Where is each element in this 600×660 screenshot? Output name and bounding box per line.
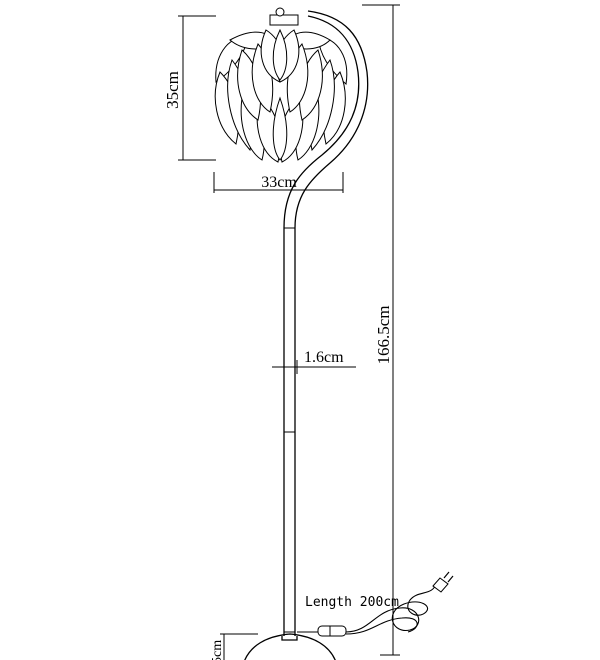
shade-height-label: 35cm xyxy=(163,71,182,109)
inline-switch xyxy=(317,625,347,637)
plug-icon xyxy=(432,571,454,593)
power-cord xyxy=(297,583,437,635)
shade-height-dimension: 35cm xyxy=(163,15,216,161)
cord-length-label: Length 200cm xyxy=(305,595,399,610)
shade-width-label: 33cm xyxy=(261,174,297,191)
total-height-dimension: 166.5cm xyxy=(362,4,400,656)
shade-finial xyxy=(275,7,285,17)
lamp-pole xyxy=(283,10,369,636)
shade-top-fitting xyxy=(269,14,299,26)
total-height-label: 166.5cm xyxy=(374,305,393,364)
lamp-base xyxy=(244,633,336,660)
pole-diameter-label: 1.6cm xyxy=(304,349,344,366)
lamp-shade xyxy=(214,7,348,163)
shade-width-dimension: 33cm xyxy=(213,172,344,193)
base-height-label: 5cm xyxy=(210,640,225,660)
base-height-dimension: 5cm xyxy=(210,633,258,660)
